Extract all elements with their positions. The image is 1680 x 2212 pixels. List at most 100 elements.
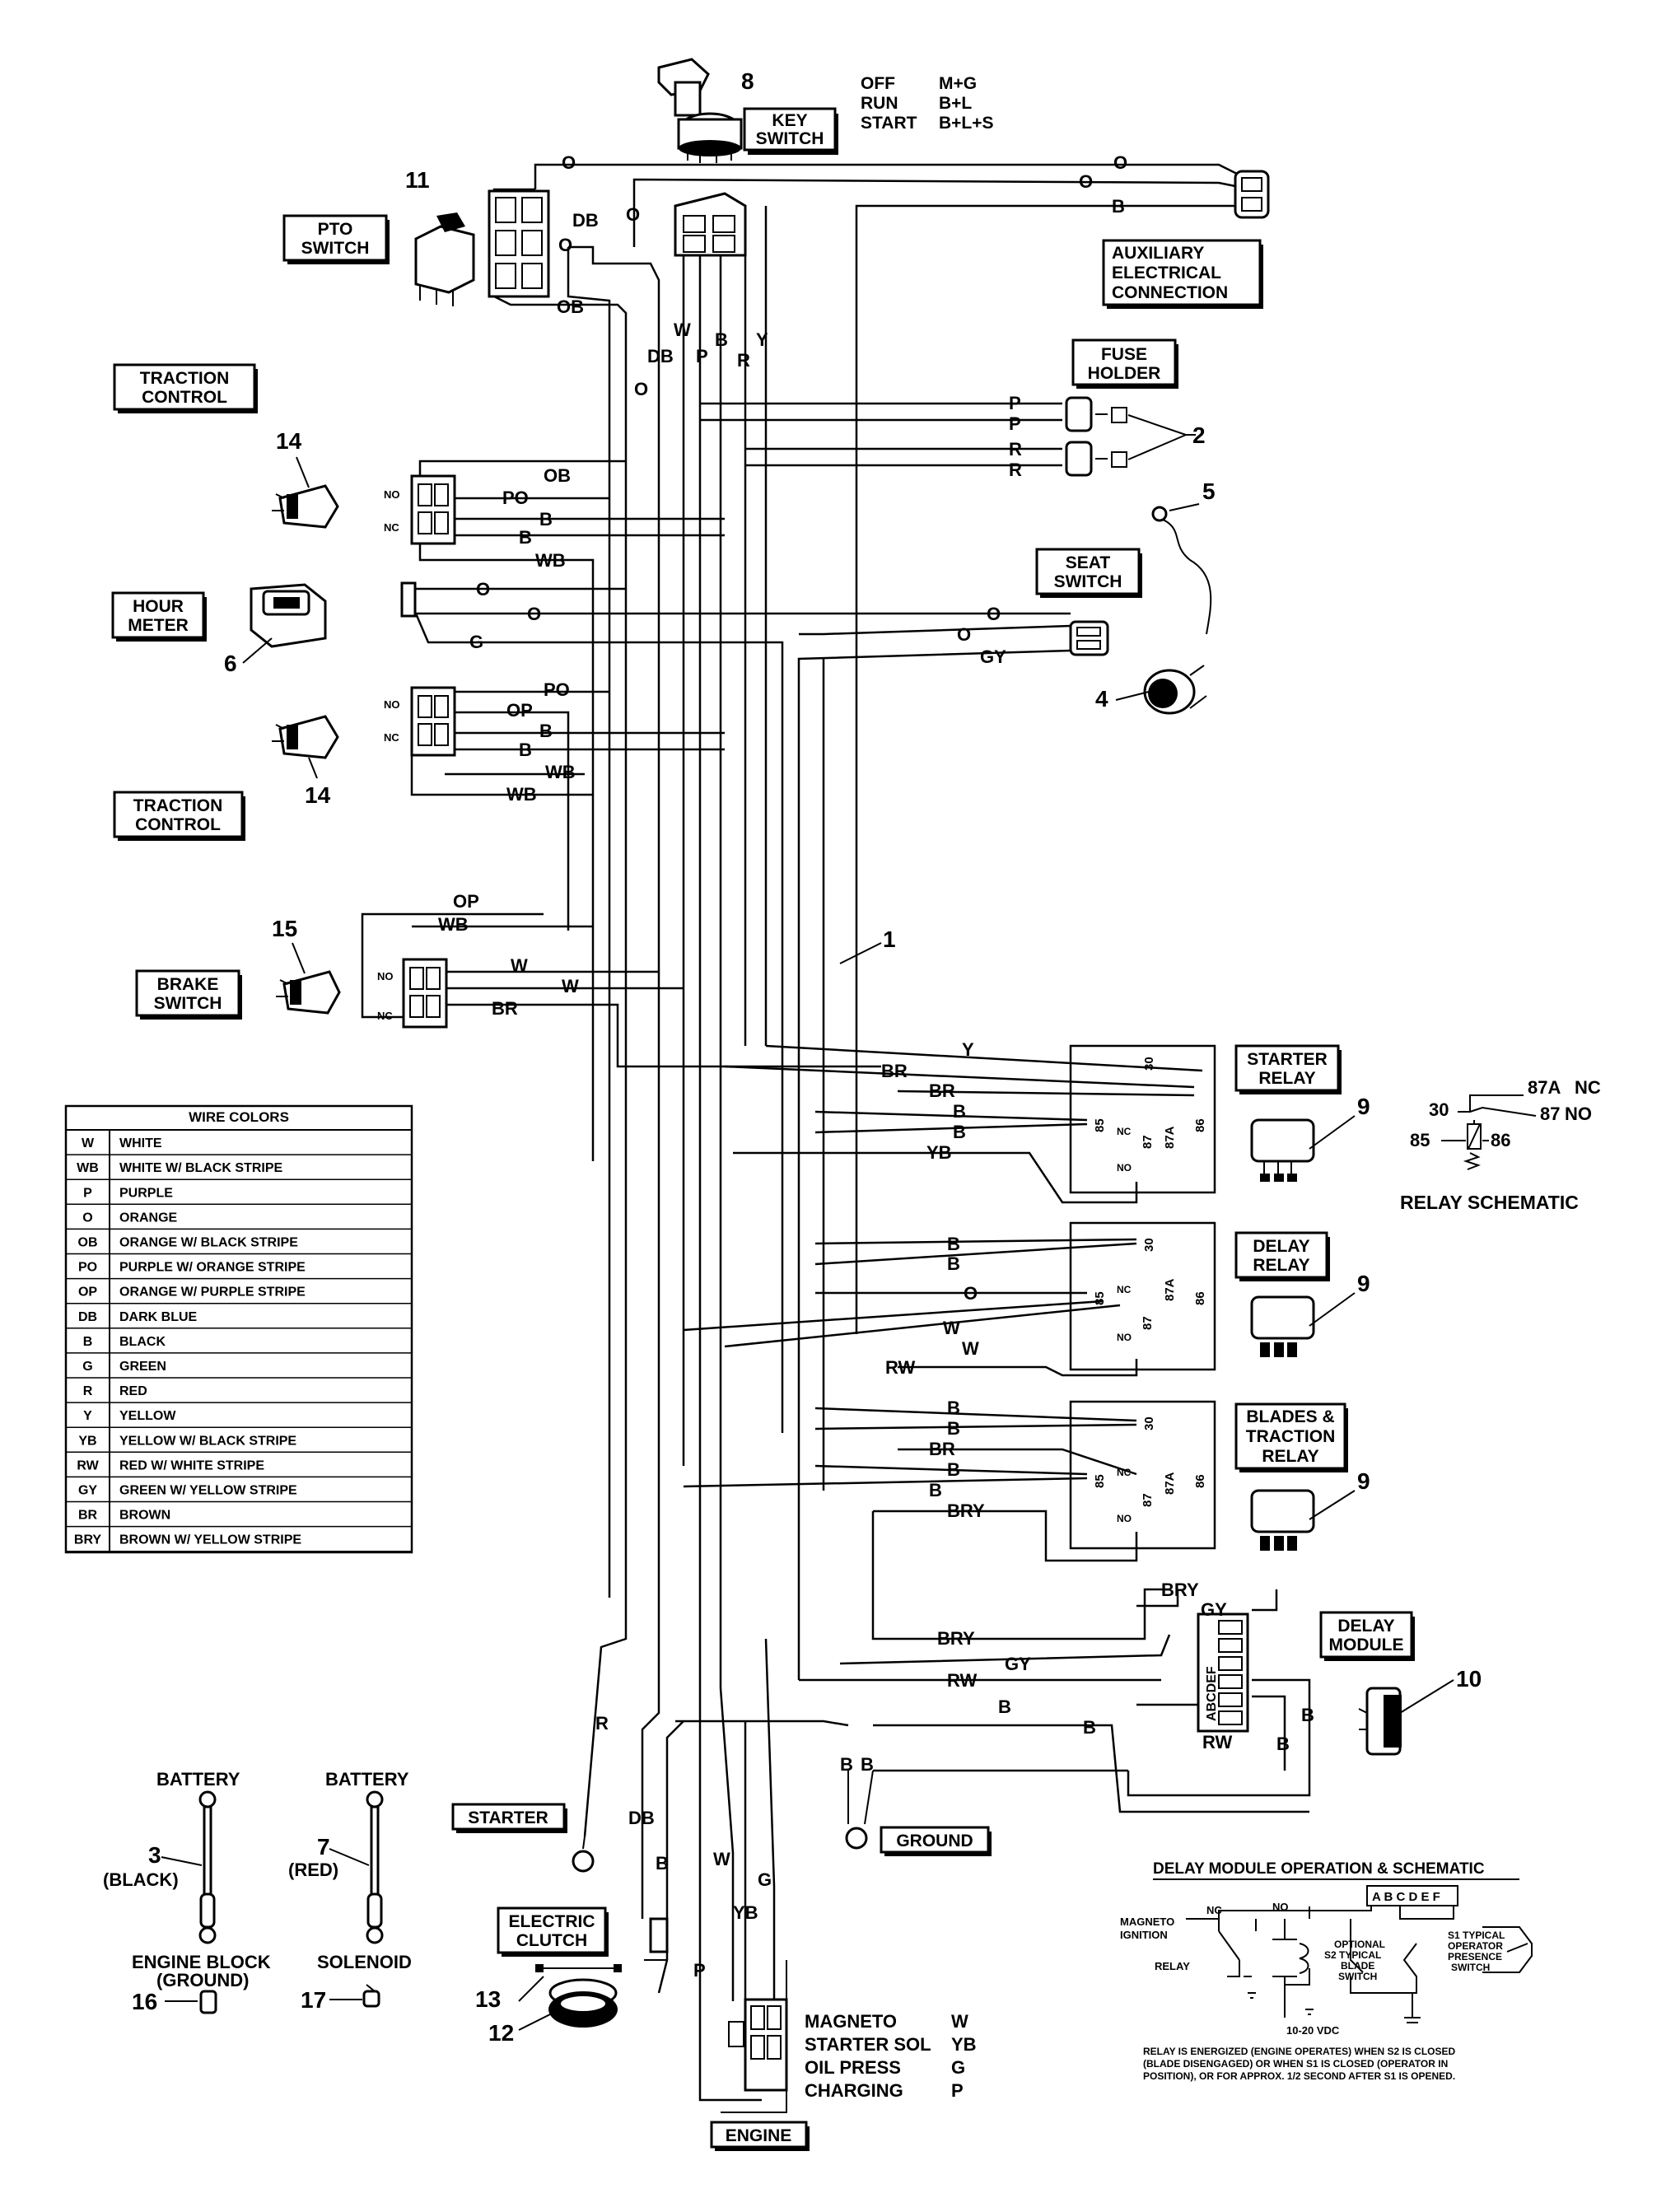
wire-color-code: W bbox=[82, 1136, 95, 1150]
svg-text:PO: PO bbox=[502, 488, 529, 508]
svg-text:W: W bbox=[674, 320, 691, 340]
svg-text:SWITCH: SWITCH bbox=[154, 994, 222, 1013]
wire-color-name: PURPLE W/ ORANGE STRIPE bbox=[119, 1261, 306, 1275]
svg-text:R: R bbox=[595, 1713, 609, 1734]
svg-text:NC: NC bbox=[384, 521, 399, 534]
svg-text:S1 TYPICAL: S1 TYPICAL bbox=[1448, 1930, 1505, 1941]
wire-color-name: ORANGE bbox=[119, 1211, 178, 1225]
wire-color-code: R bbox=[83, 1384, 93, 1398]
svg-text:(RED): (RED) bbox=[288, 1860, 338, 1880]
svg-text:DB: DB bbox=[647, 346, 674, 366]
svg-text:DELAY MODULE OPERATION & SCHEM: DELAY MODULE OPERATION & SCHEMATIC bbox=[1153, 1860, 1485, 1878]
svg-text:MAGNETO: MAGNETO bbox=[805, 2011, 897, 2032]
svg-text:B: B bbox=[1276, 1734, 1290, 1754]
engine-connector bbox=[721, 1960, 788, 2113]
svg-text:3: 3 bbox=[148, 1842, 161, 1868]
svg-text:P: P bbox=[1009, 393, 1021, 413]
svg-text:O: O bbox=[562, 152, 576, 173]
svg-text:30: 30 bbox=[1429, 1099, 1449, 1120]
svg-text:O: O bbox=[476, 579, 490, 600]
svg-text:PO: PO bbox=[544, 679, 570, 700]
svg-text:87: 87 bbox=[1141, 1316, 1155, 1330]
svg-text:R: R bbox=[1009, 460, 1022, 480]
svg-text:87A: 87A bbox=[1163, 1472, 1177, 1495]
svg-text:10: 10 bbox=[1456, 1666, 1482, 1692]
traction-control-label-1: TRACTION CONTROL bbox=[113, 363, 258, 413]
wire-color-code: G bbox=[82, 1360, 92, 1374]
svg-text:STARTER: STARTER bbox=[1247, 1050, 1328, 1069]
wire-color-name: BLACK bbox=[119, 1335, 166, 1349]
svg-text:ENGINE BLOCK: ENGINE BLOCK bbox=[132, 1952, 271, 1972]
relay-picture-1: 9 bbox=[1250, 1094, 1370, 1182]
svg-text:BRY: BRY bbox=[1161, 1580, 1199, 1600]
svg-text:OP: OP bbox=[506, 700, 533, 721]
blades-relay-label: BLADES & TRACTION RELAY bbox=[1234, 1402, 1348, 1472]
svg-text:PRESENCE: PRESENCE bbox=[1448, 1951, 1502, 1962]
svg-text:BATTERY: BATTERY bbox=[156, 1769, 240, 1790]
svg-text:B: B bbox=[1112, 196, 1125, 217]
wire-color-name: BROWN bbox=[119, 1509, 170, 1523]
wire-color-code: BRY bbox=[74, 1533, 102, 1547]
svg-text:OPTIONAL: OPTIONAL bbox=[1334, 1939, 1385, 1950]
key-switch-positions: OFF M+G RUN B+L START B+L+S bbox=[861, 74, 994, 133]
svg-text:O: O bbox=[527, 604, 541, 624]
wire-color-code: GY bbox=[78, 1484, 97, 1498]
svg-text:YB: YB bbox=[951, 2034, 977, 2055]
fuse-holder-label: FUSE HOLDER bbox=[1071, 338, 1178, 389]
svg-text:POSITION), OR FOR APPROX. 1/2: POSITION), OR FOR APPROX. 1/2 SECOND AFT… bbox=[1143, 2070, 1455, 2082]
svg-text:B: B bbox=[1083, 1717, 1096, 1738]
wire-color-name: RED W/ WHITE STRIPE bbox=[119, 1458, 264, 1472]
svg-text:O: O bbox=[964, 1283, 978, 1304]
pto-number: 11 bbox=[405, 167, 430, 193]
svg-text:P: P bbox=[1009, 413, 1021, 434]
svg-text:B: B bbox=[947, 1253, 960, 1274]
svg-text:CONNECTION: CONNECTION bbox=[1112, 283, 1228, 302]
key-switch bbox=[657, 58, 743, 163]
wire-color-code: P bbox=[83, 1186, 92, 1200]
svg-text:85: 85 bbox=[1093, 1118, 1107, 1132]
svg-text:86: 86 bbox=[1193, 1118, 1207, 1132]
traction-sensor-1 bbox=[272, 456, 339, 529]
svg-text:BRY: BRY bbox=[937, 1628, 975, 1649]
svg-text:7: 7 bbox=[317, 1834, 330, 1860]
svg-text:W: W bbox=[951, 2011, 968, 2032]
svg-text:BR: BR bbox=[929, 1080, 955, 1101]
traction-control-label-2: TRACTION CONTROL bbox=[113, 791, 245, 841]
svg-text:87A: 87A bbox=[1163, 1126, 1177, 1149]
svg-text:9: 9 bbox=[1357, 1094, 1370, 1119]
svg-text:O: O bbox=[558, 235, 572, 255]
svg-text:B: B bbox=[953, 1101, 966, 1122]
svg-text:ELECTRIC: ELECTRIC bbox=[509, 1912, 595, 1931]
starter-label: STARTER bbox=[451, 1803, 567, 1833]
svg-text:P: P bbox=[696, 346, 708, 366]
svg-text:B+L+S: B+L+S bbox=[939, 114, 994, 133]
key-switch-number: 8 bbox=[741, 68, 754, 94]
svg-text:NC: NC bbox=[1117, 1467, 1132, 1478]
svg-text:WB: WB bbox=[545, 762, 576, 782]
delay-relay-label: DELAY RELAY bbox=[1234, 1231, 1330, 1281]
svg-text:BLADES &: BLADES & bbox=[1246, 1407, 1334, 1426]
svg-text:FUSE: FUSE bbox=[1101, 345, 1147, 364]
svg-text:RELAY: RELAY bbox=[1258, 1069, 1315, 1088]
svg-text:A B C D E F: A B C D E F bbox=[1372, 1890, 1440, 1904]
svg-text:R: R bbox=[737, 350, 750, 371]
svg-text:30: 30 bbox=[1142, 1238, 1156, 1252]
svg-text:87A: 87A bbox=[1528, 1077, 1561, 1098]
aux-label: AUXILIARY ELECTRICAL CONNECTION bbox=[1102, 239, 1263, 309]
svg-text:W: W bbox=[511, 955, 528, 976]
svg-text:DB: DB bbox=[572, 210, 599, 231]
svg-text:Y: Y bbox=[756, 329, 768, 350]
hour-number: 6 bbox=[224, 651, 237, 676]
brake-switch-label: BRAKE SWITCH bbox=[135, 969, 242, 1020]
svg-text:HOUR: HOUR bbox=[133, 597, 184, 616]
svg-text:86: 86 bbox=[1491, 1130, 1510, 1150]
svg-text:BR: BR bbox=[881, 1061, 908, 1081]
fuse-number: 2 bbox=[1192, 422, 1206, 448]
svg-text:NC: NC bbox=[1117, 1126, 1132, 1137]
svg-text:SWITCH: SWITCH bbox=[301, 239, 370, 258]
svg-text:9: 9 bbox=[1357, 1468, 1370, 1494]
svg-text:OIL PRESS: OIL PRESS bbox=[805, 2057, 901, 2078]
brake-number: 15 bbox=[272, 916, 297, 941]
svg-text:KEY: KEY bbox=[772, 111, 807, 130]
svg-text:87: 87 bbox=[1540, 1104, 1560, 1124]
